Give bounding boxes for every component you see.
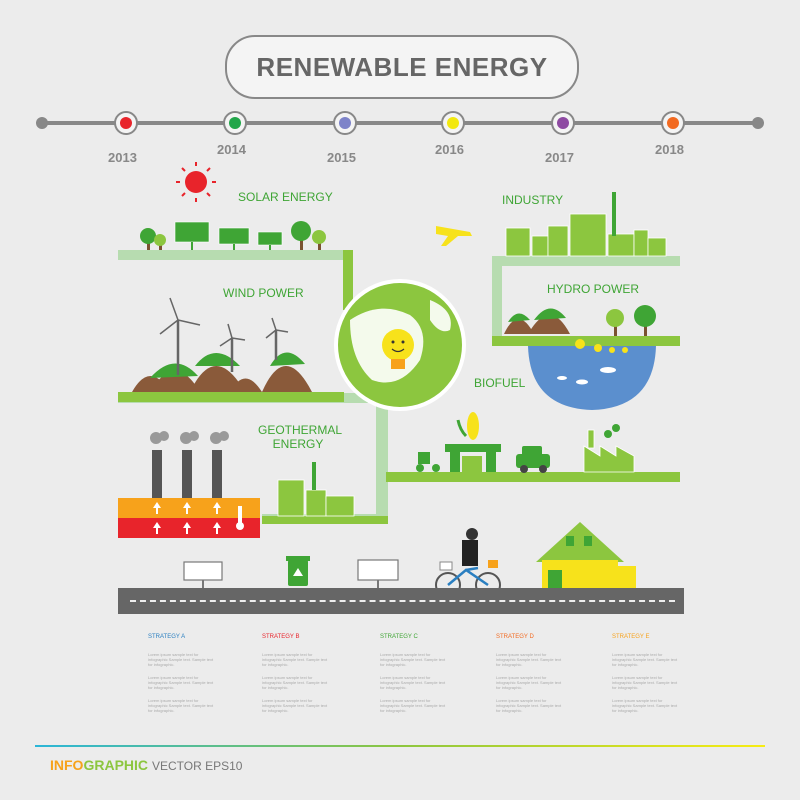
- main-paths: [118, 250, 680, 524]
- hydro-hills: [504, 308, 570, 334]
- hydro-power-label: HYDRO POWER: [547, 282, 640, 296]
- fish-icon: [557, 367, 616, 385]
- strategy-text: Lorem ipsum sample text for infographic …: [612, 652, 678, 667]
- geothermal-icon: [118, 431, 260, 538]
- strategy-label: STRATEGY B: [262, 634, 300, 640]
- timeline-end: [752, 117, 764, 129]
- biofuel-label: BIOFUEL: [474, 376, 526, 390]
- timeline-dot-color: [557, 117, 569, 129]
- strategy-c: STRATEGY C Lorem ipsum sample text for i…: [380, 634, 450, 713]
- footer-vector: VECTOR EPS10: [152, 759, 243, 773]
- strategy-text: Lorem ipsum sample text for infographic …: [380, 698, 446, 713]
- strategy-text: Lorem ipsum sample text for infographic …: [262, 675, 328, 690]
- footer-info: INFO: [50, 757, 84, 773]
- timeline-dot: [114, 111, 138, 135]
- timeline-dot-color: [229, 117, 241, 129]
- tree-icon: [606, 305, 656, 336]
- timeline-dot-color: [447, 117, 459, 129]
- timeline-year: 2016: [435, 142, 464, 157]
- strategy-text: Lorem ipsum sample text for infographic …: [496, 698, 562, 713]
- page-title: RENEWABLE ENERGY: [225, 35, 579, 99]
- industry-label: INDUSTRY: [502, 193, 564, 207]
- lightbulb-icon: [382, 329, 414, 369]
- geothermal-label-line1: GEOTHERMAL: [258, 423, 343, 437]
- geothermal-label: GEOTHERMAL ENERGY: [258, 423, 343, 451]
- strategy-text: Lorem ipsum sample text for infographic …: [380, 675, 446, 690]
- footer-graphic: GRAPHIC: [83, 757, 149, 773]
- car-icon: [516, 446, 550, 473]
- road-center-line: [130, 600, 675, 602]
- strategy-a: STRATEGY A Lorem ipsum sample text for i…: [148, 634, 218, 713]
- timeline-dot-color: [667, 117, 679, 129]
- duck-icon: [575, 339, 628, 353]
- strategy-text: Lorem ipsum sample text for infographic …: [148, 698, 214, 713]
- timeline-year: 2014: [217, 142, 246, 157]
- strategy-text: Lorem ipsum sample text for infographic …: [262, 698, 328, 713]
- wind-turbine-icon: [176, 320, 278, 375]
- timeline-dot: [223, 111, 247, 135]
- scooter-icon: [416, 452, 440, 472]
- strategy-b: STRATEGY B Lorem ipsum sample text for i…: [262, 634, 332, 713]
- strategy-label: STRATEGY E: [612, 634, 650, 640]
- footer-infographic: INFOGRAPHIC: [50, 757, 148, 773]
- factory-city-icon: [277, 479, 355, 517]
- strategy-label: STRATEGY D: [496, 634, 534, 640]
- wind-power-label: WIND POWER: [223, 286, 304, 300]
- strategy-e: STRATEGY E Lorem ipsum sample text for i…: [612, 634, 682, 713]
- timeline-line: [40, 121, 760, 125]
- strategy-text: Lorem ipsum sample text for infographic …: [612, 675, 678, 690]
- house-icon: [536, 522, 636, 588]
- industry-city-icon: [505, 213, 667, 257]
- solar-energy-label: SOLAR ENERGY: [238, 190, 333, 204]
- timeline-dot: [661, 111, 685, 135]
- timeline-year: 2018: [655, 142, 684, 157]
- timeline-dot: [333, 111, 357, 135]
- timeline-year: 2017: [545, 150, 574, 165]
- strategy-d: STRATEGY D Lorem ipsum sample text for i…: [496, 634, 566, 713]
- timeline-dot-color: [339, 117, 351, 129]
- timeline-year: 2013: [108, 150, 137, 165]
- timeline-dot-color: [120, 117, 132, 129]
- strategy-text: Lorem ipsum sample text for infographic …: [612, 698, 678, 713]
- strategy-text: Lorem ipsum sample text for infographic …: [380, 652, 446, 667]
- green-factory-icon: [583, 429, 635, 473]
- strategy-text: Lorem ipsum sample text for infographic …: [496, 652, 562, 667]
- solar-panel-icon: [174, 221, 283, 246]
- strategy-text: Lorem ipsum sample text for infographic …: [148, 652, 214, 667]
- timeline-year: 2015: [327, 150, 356, 165]
- cyclist-icon: [435, 528, 501, 598]
- lake-icon: [528, 346, 656, 410]
- footer-divider: [35, 745, 765, 747]
- wind-hills: [132, 352, 312, 392]
- recycle-bin-icon: [286, 556, 310, 586]
- strategy-text: Lorem ipsum sample text for infographic …: [148, 675, 214, 690]
- strategy-text: Lorem ipsum sample text for infographic …: [262, 652, 328, 667]
- timeline-dot: [441, 111, 465, 135]
- plane-icon: [436, 226, 472, 246]
- tree-icon: [140, 221, 326, 250]
- timeline-start: [36, 117, 48, 129]
- timeline-dot: [551, 111, 575, 135]
- fuel-station-icon: [445, 412, 501, 472]
- strategy-text: Lorem ipsum sample text for infographic …: [496, 675, 562, 690]
- strategy-label: STRATEGY C: [380, 634, 418, 640]
- strategy-label: STRATEGY A: [148, 634, 186, 640]
- sun-icon: [176, 162, 216, 202]
- geothermal-label-line2: ENERGY: [272, 437, 324, 451]
